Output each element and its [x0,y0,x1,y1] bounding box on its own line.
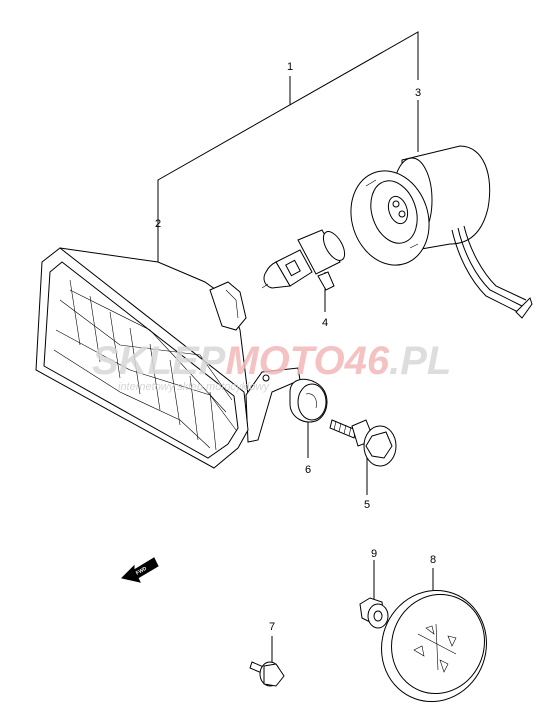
fwd-label: FWD [135,565,148,576]
callout-2: 2 [155,218,161,230]
watermark-part-b: MOTO46 [225,339,390,383]
callout-6: 6 [305,464,311,476]
nut [359,597,389,629]
watermark: SKLEPMOTO46.PL internetowy sklep motocyk… [92,339,451,393]
lens-pattern [53,279,237,451]
headlamp-unit [35,247,301,469]
bulb [261,229,346,291]
callout-8: 8 [430,554,436,566]
callout-1: 1 [287,61,293,73]
callout-5: 5 [364,499,370,511]
adjusting-screw [329,419,397,467]
grommet [289,378,328,423]
socket [350,145,533,319]
cap [381,589,487,703]
callout-labels: 1 2 3 4 5 6 7 8 9 [155,61,436,633]
watermark-tagline: internetowy sklep motocyklowy [118,381,271,393]
watermark-text: SKLEPMOTO46.PL [92,339,451,383]
watermark-part-c: .PL [389,339,451,383]
leader-lines [157,31,434,664]
fwd-arrow: FWD [121,557,159,583]
callout-3: 3 [415,87,421,99]
callout-4: 4 [322,317,328,329]
screw [249,661,285,687]
callout-9: 9 [371,548,377,560]
callout-7: 7 [269,621,275,633]
watermark-part-a: SKLEP [92,339,226,383]
